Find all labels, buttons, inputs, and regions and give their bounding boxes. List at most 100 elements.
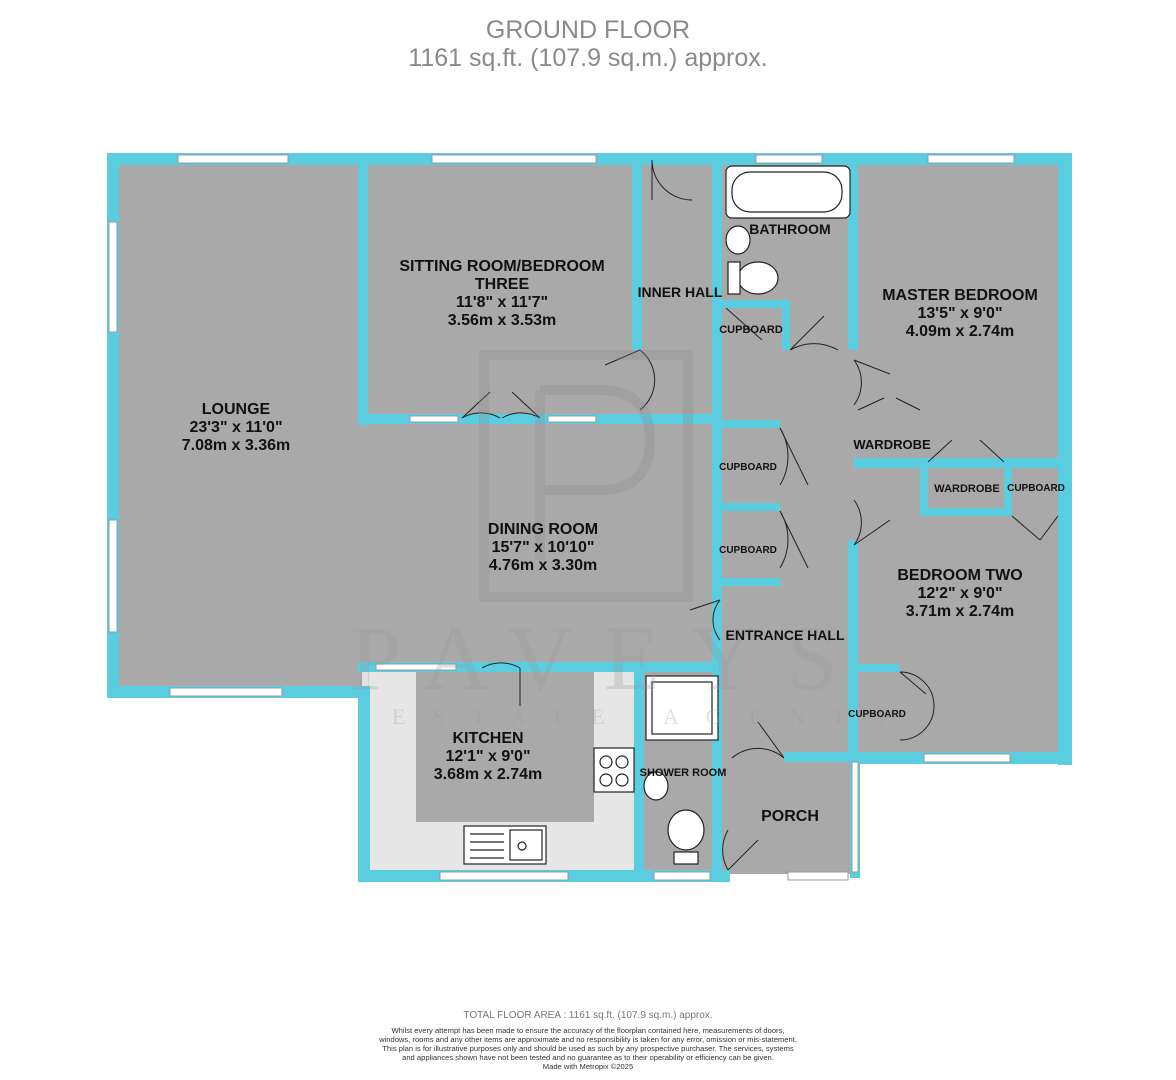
dining-room-floor (362, 418, 720, 668)
bathroom-toilet-cistern (727, 261, 741, 295)
wall-kitchen-left (358, 686, 370, 880)
shower-tray-icon (645, 675, 719, 741)
window-sitting-dining-1 (409, 415, 459, 423)
watermark-brand: PAVEYS (350, 607, 868, 709)
cupboard-wall-1 (720, 300, 790, 308)
cupboard-wall-3 (720, 420, 780, 428)
door-inner-hall (651, 159, 693, 201)
door-porch (731, 721, 785, 759)
wall-master-bed2 (854, 458, 1064, 468)
wardrobe-wall-1 (920, 458, 928, 516)
window-lounge-top (177, 154, 289, 164)
inner-hall-label: INNER HALL (637, 284, 723, 300)
cupboard-wall-2 (782, 300, 790, 350)
lounge-label: LOUNGE 23'3" x 11'0" 7.08m x 3.36m (182, 401, 291, 455)
wardrobe-wall-3 (1004, 462, 1012, 516)
door-cupboard-1 (725, 307, 763, 341)
kitchen-label: KITCHEN 12'1" x 9'0" 3.68m x 2.74m (434, 730, 543, 784)
master-bedroom-metric: 4.09m x 2.74m (905, 322, 1015, 340)
wall-hall-bed2 (848, 540, 858, 758)
sink-bowl (509, 829, 543, 861)
porch-label: PORCH (761, 808, 819, 825)
dining-room-name: DINING ROOM (487, 521, 599, 538)
bedroom-two-metric: 3.71m x 2.74m (905, 602, 1015, 620)
window-porch (787, 871, 849, 881)
window-sitting-dining-2 (547, 415, 597, 423)
door-sitting (604, 349, 656, 411)
window-bath-top (755, 154, 823, 164)
bath-icon (725, 165, 851, 219)
bedroom-two-label: BEDROOM TWO 12'2" x 9'0" 3.71m x 2.74m (897, 567, 1022, 621)
footer: TOTAL FLOOR AREA : 1161 sq.ft. (107.9 sq… (378, 1010, 798, 1071)
wall-sitting-dining (358, 414, 720, 424)
wall-dining-kitchen (358, 662, 720, 672)
door-wardrobe-1 (857, 397, 921, 411)
door-cupboard-2 (779, 427, 809, 486)
window-lounge-side-1 (108, 221, 118, 333)
master-bedroom-imperial: 13'5" x 9'0" (917, 304, 1003, 322)
window-shower (653, 871, 711, 881)
wall-sitting-hall (632, 160, 642, 350)
cupboard-label-2: CUPBOARD (719, 462, 777, 473)
wall-right (1058, 153, 1072, 765)
door-front (722, 829, 759, 871)
sitting-room-name-2: THREE (474, 275, 530, 293)
wall-dining-hall (712, 418, 722, 668)
sitting-room-name-1: SITTING ROOM/BEDROOM (399, 258, 605, 275)
door-dining-double (461, 391, 541, 419)
shower-tray-inner (651, 681, 713, 735)
bedroom-two-name: BEDROOM TWO (897, 567, 1023, 584)
cupboard-label-3: CUPBOARD (719, 545, 777, 556)
sitting-room-imperial: 11'8" x 11'7" (455, 293, 549, 311)
sitting-room-floor (362, 160, 640, 418)
wardrobe-label-1: WARDROBE (853, 437, 931, 452)
bedroom-two-imperial: 12'2" x 9'0" (917, 584, 1003, 602)
lounge-floor (112, 160, 362, 693)
wall-bath-master (848, 160, 858, 350)
hob-icon (593, 747, 635, 793)
inner-hall-floor (640, 160, 720, 418)
entrance-hall-label: ENTRANCE HALL (725, 627, 845, 643)
cupboard-label-4: CUPBOARD (1007, 483, 1065, 494)
kitchen-centre-floor (416, 672, 594, 822)
window-kitchen-dining (375, 663, 457, 671)
window-bed2 (923, 753, 1011, 763)
wall-shower-porch (712, 668, 722, 878)
lounge-metric: 7.08m x 3.36m (181, 436, 291, 454)
door-cupboard-3 (779, 510, 809, 569)
window-sitting-top (431, 154, 597, 164)
dining-room-metric: 4.76m x 3.30m (488, 556, 598, 574)
floor-area: 1161 sq.ft. (107.9 sq.m.) approx. (408, 44, 768, 72)
cupboard-label-1: CUPBOARD (719, 324, 783, 336)
wardrobe-wall-2 (920, 508, 1010, 516)
master-bedroom-label: MASTER BEDROOM 13'5" x 9'0" 4.09m x 2.74… (882, 287, 1038, 341)
cupboard-wall-4 (720, 503, 780, 511)
lounge-imperial: 23'3" x 11'0" (189, 418, 283, 436)
bathroom-label: BATHROOM (749, 221, 831, 237)
window-kitchen (439, 871, 569, 881)
door-wardrobe-2 (927, 439, 1005, 463)
door-master (853, 359, 891, 406)
kitchen-name: KITCHEN (452, 730, 524, 747)
lounge-name: LOUNGE (201, 401, 271, 418)
floor-title: GROUND FLOOR (485, 16, 691, 44)
footer-total-area: TOTAL FLOOR AREA : 1161 sq.ft. (107.9 sq… (463, 1010, 713, 1021)
sitting-room-metric: 3.56m x 3.53m (447, 311, 557, 329)
cupboard-wall-6 (854, 664, 900, 672)
master-bedroom-name: MASTER BEDROOM (882, 287, 1038, 304)
bathroom-toilet-icon (737, 261, 779, 295)
window-porch-side (851, 761, 859, 873)
window-lounge-side-2 (108, 519, 118, 633)
kitchen-metric: 3.68m x 2.74m (433, 765, 543, 783)
cupboard-wall-5 (720, 578, 780, 586)
bath-inner (731, 171, 843, 213)
window-master-top (927, 154, 1015, 164)
door-cupboard-5 (899, 671, 935, 741)
shower-toilet-cistern (673, 851, 699, 865)
window-lounge-bottom (169, 687, 283, 697)
door-kitchen (481, 662, 521, 706)
wall-hall-bath (712, 160, 722, 418)
wall-lounge-sitting (358, 160, 368, 425)
master-bedroom-floor (854, 160, 1066, 462)
